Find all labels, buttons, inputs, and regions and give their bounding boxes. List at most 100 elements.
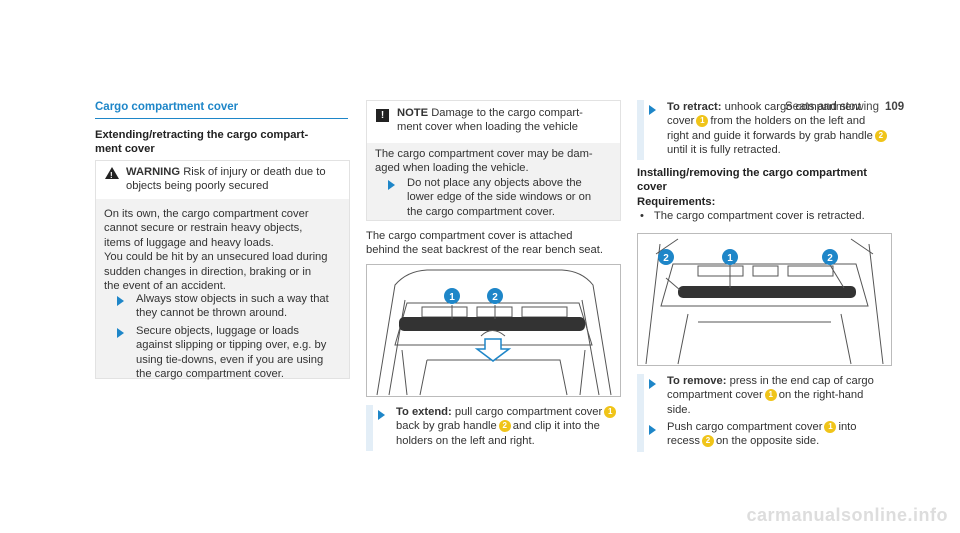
note-body-line: The cargo compartment cover may be dam- (375, 148, 593, 160)
callout-label: 1 (449, 292, 455, 303)
note-body: The cargo compartment cover may be dam- … (375, 147, 615, 176)
page-number: 109 (884, 101, 905, 113)
bullet-arrow-icon (649, 105, 656, 115)
section-title: Cargo compartment cover (95, 101, 239, 113)
callout-1-icon: 1 (604, 406, 617, 419)
para-line: items of luggage and heavy loads. (104, 236, 274, 249)
step-line: press in the end cap of cargo (729, 375, 874, 387)
car-interior-drawing: 2 1 2 (645, 238, 884, 365)
step-bar (637, 100, 644, 160)
section-rule (95, 118, 348, 119)
warning-paragraph: On its own, the cargo compartment cover … (104, 207, 344, 293)
bullet-arrow-icon (378, 410, 385, 420)
callout-1-icon: 1 (696, 115, 709, 128)
retract-step: To retract: unhook cargo compartment cov… (667, 100, 897, 158)
note-line: ment cover when loading the vehicle (397, 121, 578, 134)
para-line: behind the seat backrest of the rear ben… (366, 244, 603, 257)
step-line: into (838, 421, 857, 433)
note-icon: ! (376, 109, 389, 122)
bullet-arrow-icon (117, 296, 124, 306)
bullet-line: Do not place any objects above the (407, 177, 582, 189)
callout-label: 2 (492, 292, 498, 303)
subheading: Extending/retracting the cargo compart- … (95, 128, 345, 157)
watermark: carmanualsonline.info (746, 505, 948, 525)
note-body-line: aged when loading the vehicle. (375, 162, 529, 175)
callout-label: 1 (727, 253, 733, 264)
retract-label: To retract: (667, 101, 722, 113)
bullet-line: they cannot be thrown around. (136, 307, 288, 320)
para-line: On its own, the cargo compartment cover (104, 208, 309, 220)
step-line: Push cargo compartment cover (667, 421, 823, 433)
callout-1-icon: 1 (764, 389, 777, 402)
cargo-cover-install-illustration: 2 1 2 (637, 233, 892, 366)
warning-box: WARNING Risk of injury or death due to o… (95, 160, 350, 382)
step-line: and clip it into the (512, 420, 600, 433)
step-bar (637, 374, 644, 420)
callout-1-icon: 1 (824, 421, 837, 434)
step-line: back by grab handle (396, 420, 497, 433)
note-line: Damage to the cargo compart- (431, 107, 583, 119)
warning-bullet-1: Always stow objects in such a way that t… (136, 292, 346, 321)
note-label: NOTE (397, 107, 429, 119)
remove-step: To remove: press in the end cap of cargo… (667, 374, 897, 417)
note-header (367, 101, 620, 143)
callout-2-marker (658, 249, 674, 265)
bullet-arrow-icon (388, 180, 395, 190)
warning-header (96, 161, 349, 199)
bullet-arrow-icon (117, 328, 124, 338)
requirement-item: • The cargo compartment cover is retracte… (640, 209, 900, 223)
subheading-line: ment cover (95, 143, 155, 156)
step-line: compartment cover (667, 389, 763, 402)
bullet-line: the cargo compartment cover. (407, 205, 555, 218)
attach-paragraph: The cargo compartment cover is attached … (366, 229, 626, 258)
warning-text: WARNING Risk of injury or death due to o… (126, 165, 346, 194)
step-line: right and guide it forwards by grab hand… (667, 129, 873, 142)
note-box: ! NOTE Damage to the cargo compart- ment… (366, 100, 621, 221)
para-line: cannot secure or restrain heavy objects, (104, 222, 303, 235)
step-line: holders on the left and right. (396, 434, 535, 447)
callout-2-marker (487, 288, 503, 304)
para-line: The cargo compartment cover is attached (366, 230, 573, 242)
note-bullet: Do not place any objects above the lower… (407, 176, 617, 219)
bullet-dot-icon: • (640, 210, 644, 222)
step-line: cover (667, 115, 695, 128)
step-line: unhook cargo compartment (724, 101, 861, 113)
callout-1-marker (444, 288, 460, 304)
header-title: Seats and stowing (785, 101, 879, 113)
bullet-line: the cargo compartment cover. (136, 368, 284, 381)
bullet-line: using tie-downs, even if you are using (136, 353, 324, 366)
callout-2-icon: 2 (701, 435, 714, 448)
requirements-label: Requirements: (637, 195, 716, 208)
callout-2-icon: 2 (498, 420, 511, 433)
para-line: sudden changes in direction, braking or … (104, 265, 312, 278)
remove-label: To remove: (667, 375, 727, 387)
warning-bullet-2: Secure objects, luggage or loads against… (136, 324, 346, 382)
callout-1-marker (722, 249, 738, 265)
warning-label: WARNING (126, 166, 181, 178)
warning-icon (105, 167, 119, 183)
step-bar (366, 405, 373, 451)
bullet-line: lower edge of the side windows or on (407, 191, 592, 204)
bullet-line: against slipping or tipping over, e.g. b… (136, 339, 327, 352)
heading-line: cover (637, 181, 667, 194)
step-line: recess (667, 435, 700, 448)
step-line: until it is fully retracted. (667, 144, 781, 157)
extend-label: To extend: (396, 406, 452, 418)
requirement-text: The cargo compartment cover is retracted… (653, 210, 865, 222)
warning-line: Risk of injury or death due to (183, 166, 326, 178)
step-line: on the right-hand (778, 389, 864, 402)
bullet-arrow-icon (649, 425, 656, 435)
callout-label: 2 (663, 253, 669, 264)
step-bar (637, 420, 644, 452)
para-line: You could be hit by an unsecured load du… (104, 251, 328, 264)
bullet-line: Secure objects, luggage or loads (136, 325, 299, 337)
note-text: NOTE Damage to the cargo compart- ment c… (397, 106, 617, 135)
bullet-arrow-icon (649, 379, 656, 389)
callout-2-marker (822, 249, 838, 265)
step-line: from the holders on the left and (710, 115, 866, 128)
step-line: side. (667, 403, 691, 416)
callout-2-icon: 2 (874, 129, 887, 142)
para-line: the event of an accident. (104, 280, 226, 293)
